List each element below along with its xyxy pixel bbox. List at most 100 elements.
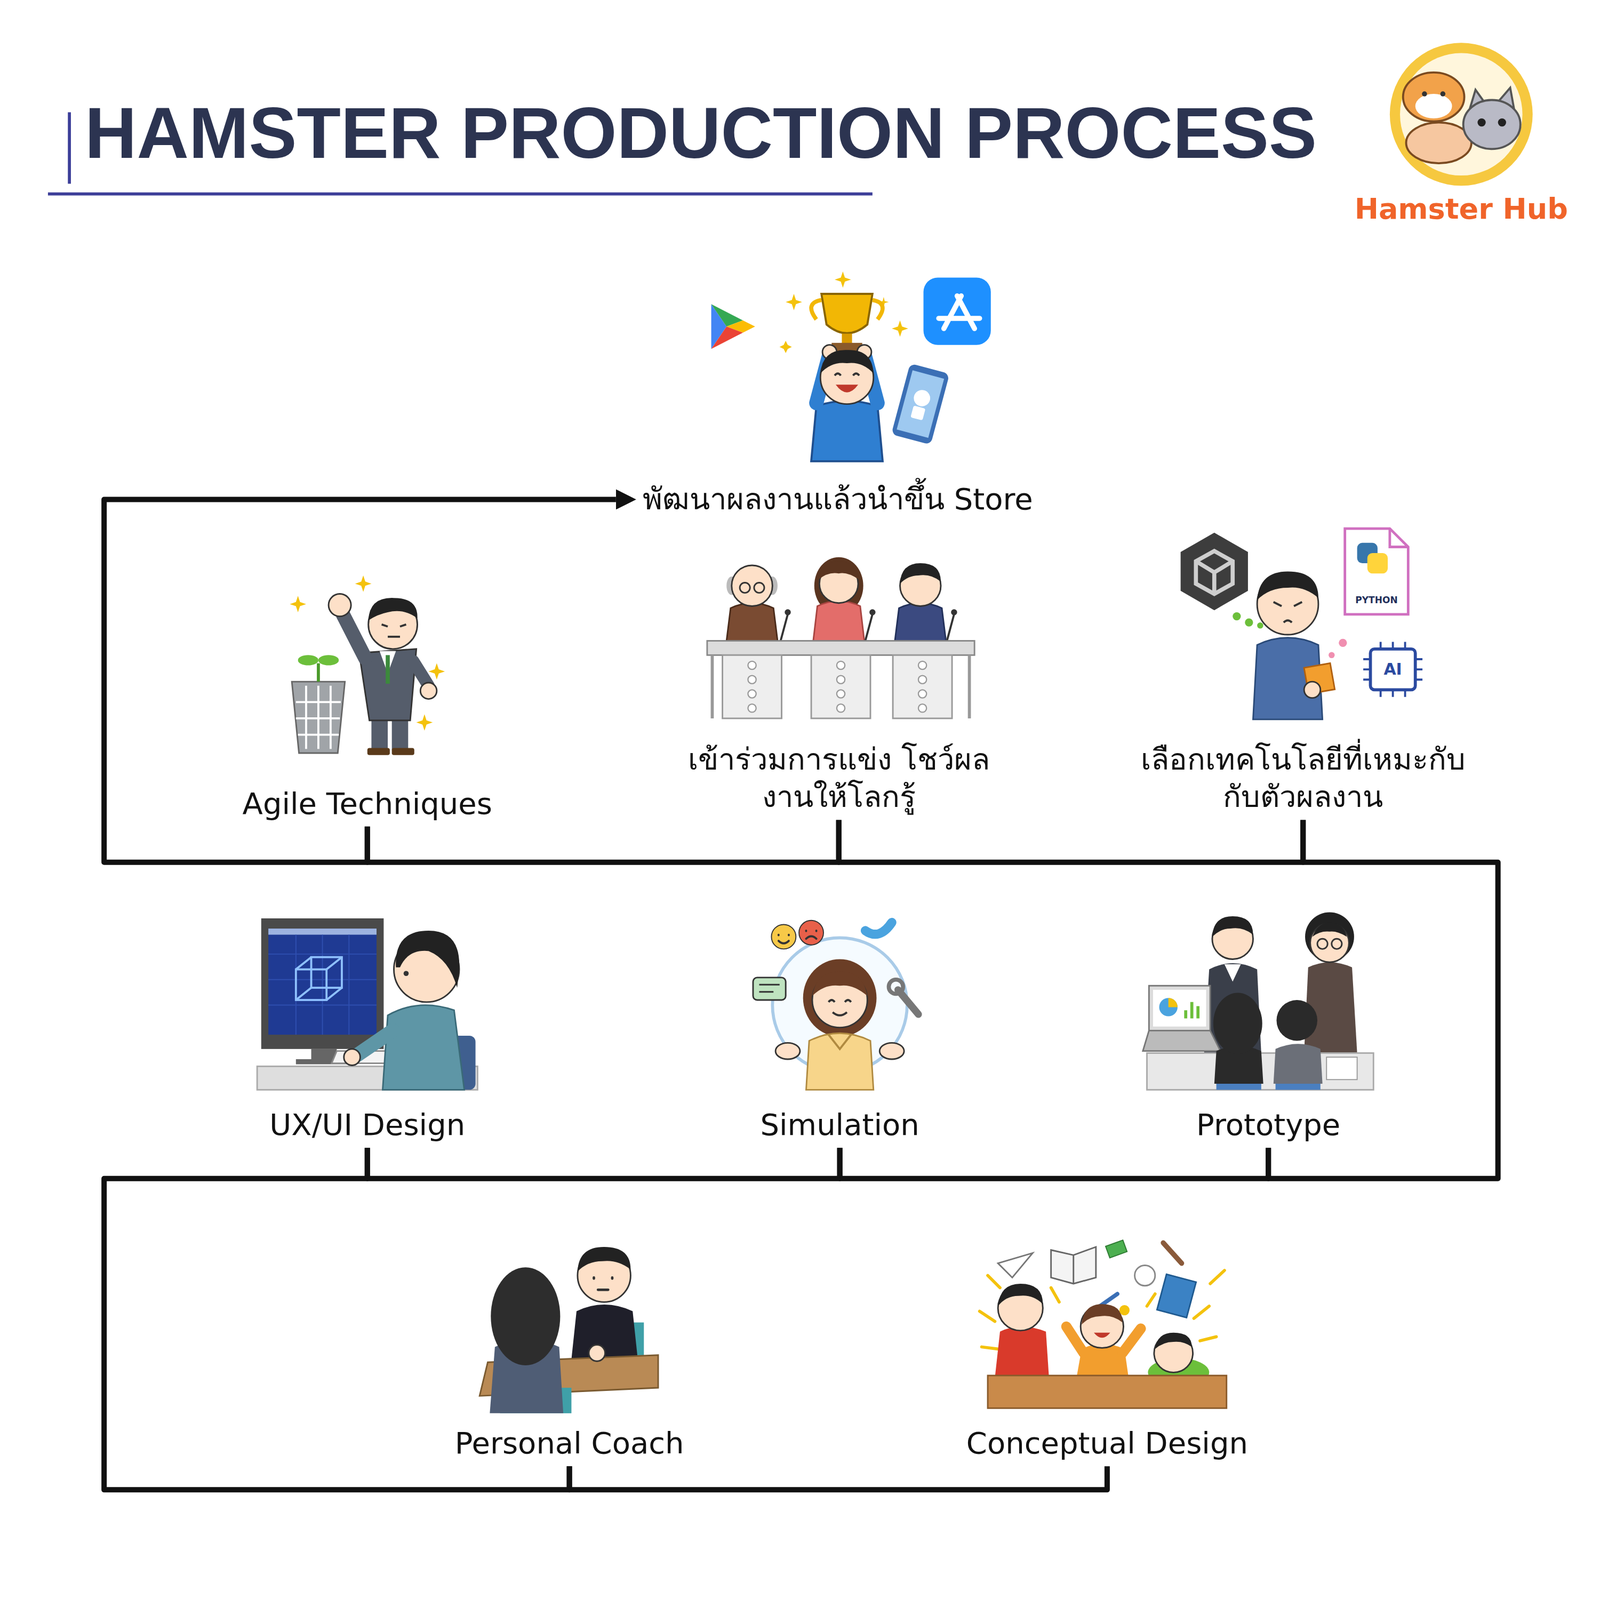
ux-ui-design-figure-part — [344, 1049, 361, 1066]
technology-choice-figure-part — [1304, 681, 1321, 699]
technology-choice-figure-part — [1244, 618, 1253, 627]
conceptual-design-figure-part — [1119, 1305, 1130, 1316]
prototype-meeting-figure-part — [1142, 1030, 1221, 1051]
competition-panel-figure-part — [726, 603, 778, 642]
hamster-logo-part — [1440, 91, 1446, 97]
agile-figure-part — [316, 663, 320, 682]
competition-panel-figure-part-part — [836, 689, 845, 698]
competition-panel-figure-part — [811, 654, 871, 719]
competition-panel-figure-part-part — [836, 704, 845, 712]
prototype-meeting-figure-part — [1148, 985, 1211, 1031]
agile-figure-part — [328, 594, 351, 617]
personal-coach-figure-part — [594, 1277, 613, 1290]
agile-figure-part — [296, 685, 341, 750]
competition-panel-figure-part — [869, 609, 876, 615]
step-label: Simulation — [760, 1106, 919, 1144]
agile-figure-part — [371, 717, 388, 750]
hamster-logo-part — [1477, 118, 1486, 127]
process-step: Agile Techniques — [236, 780, 499, 827]
prototype-meeting-figure-part — [1273, 1043, 1323, 1084]
personal-coach-figure-part — [577, 1246, 631, 1272]
trophy-winner-figure-part-part — [912, 388, 932, 408]
ux-ui-design-figure-part — [296, 957, 342, 1000]
process-step: Prototype — [1189, 1101, 1347, 1148]
trophy-winner-figure-part — [785, 293, 803, 311]
agile-figure-part — [392, 747, 415, 755]
technology-choice-figure-part — [1370, 649, 1416, 691]
icon-caption: PYTHON — [1355, 595, 1398, 605]
step-label: Conceptual Design — [966, 1424, 1248, 1462]
prototype-meeting-figure-part — [1317, 938, 1328, 949]
conceptual-design-figure-part — [997, 1252, 1033, 1278]
flow-connector — [367, 1147, 840, 1179]
ux-ui-design-figure-part — [261, 918, 384, 1050]
trophy-winner-figure — [711, 271, 991, 462]
competition-panel-figure-part — [894, 603, 947, 642]
agile-figure-part — [368, 597, 418, 621]
hamster-logo-part — [1400, 52, 1523, 176]
diagram-title: HAMSTER PRODUCTION PROCESS — [84, 97, 1317, 170]
technology-choice-figure-part — [1328, 652, 1335, 659]
trophy-winner-figure-part — [711, 326, 743, 349]
competition-panel-figure-part — [900, 563, 942, 584]
technology-choice-figure-part — [1273, 602, 1303, 623]
simulation-figure-part — [753, 977, 786, 1000]
competition-panel-figure-part — [892, 654, 952, 719]
technology-choice-figure-part — [1363, 641, 1423, 697]
step-label: พัฒนาผลงานแล้วนำขึ้น Store — [642, 480, 1034, 518]
technology-choice-figure — [1180, 528, 1423, 720]
hamster-logo-part — [1498, 118, 1507, 127]
competition-panel-figure-part — [731, 565, 773, 607]
step-label: Prototype — [1196, 1106, 1341, 1144]
agile-figure-part — [416, 714, 434, 731]
personal-coach-figure-part — [490, 1267, 560, 1366]
flow-connector — [367, 819, 839, 862]
technology-choice-figure-part — [1195, 550, 1233, 594]
technology-choice-figure-part — [1389, 528, 1408, 547]
step-label: UX/UI Design — [269, 1106, 466, 1144]
prototype-meeting-figure-part — [1326, 1057, 1357, 1080]
agile-figure-part — [420, 682, 437, 700]
conceptual-design-figure-part — [1134, 1265, 1156, 1286]
trophy-winner-figure-part-part — [891, 363, 950, 445]
trophy-winner-figure-part — [872, 300, 883, 320]
conceptual-design-figure-part — [1105, 1240, 1127, 1258]
agile-figure-part — [413, 661, 429, 686]
ux-ui-design-figure-part — [403, 970, 410, 976]
simulation-figure-part — [798, 920, 824, 946]
hamster-logo-part — [1405, 122, 1471, 164]
trophy-winner-figure-part — [811, 300, 822, 320]
competition-panel-figure-part — [707, 641, 975, 656]
agile-figure-part — [298, 654, 319, 666]
ux-ui-design-figure-part — [268, 928, 377, 935]
competition-panel-figure-part-part — [747, 675, 756, 684]
conceptual-design-figure-part — [1051, 1246, 1096, 1284]
competition-panel-figure-part-part — [747, 689, 756, 698]
prototype-meeting-figure-part — [1185, 1002, 1198, 1019]
conceptual-design-figure-part — [1081, 1304, 1123, 1325]
ux-ui-design-figure-part — [268, 934, 377, 1036]
trophy-winner-figure-part — [891, 363, 950, 445]
technology-choice-figure-part — [1180, 532, 1248, 611]
flow-connector — [840, 1147, 1269, 1179]
agile-figure-part — [385, 654, 390, 684]
process-step: UX/UI Design — [262, 1101, 472, 1148]
technology-choice-figure-part — [1367, 553, 1388, 574]
simulation-figure-part — [803, 958, 877, 1037]
title-rule-part — [67, 112, 71, 184]
simulation-figure-part — [778, 934, 789, 944]
step-label: เข้าร่วมการแข่ง โชว์ผลงานให้โลกรู้ — [681, 740, 997, 816]
title-rule-part — [48, 192, 873, 196]
agile-figure-part — [355, 575, 372, 592]
technology-choice-figure-part — [1338, 638, 1347, 647]
ux-ui-design-figure-part — [357, 1030, 394, 1055]
competition-panel-figure-part-part — [747, 661, 756, 670]
step-label: Agile Techniques — [242, 785, 493, 823]
competition-panel-figure-part — [784, 609, 791, 615]
technology-choice-figure-part — [1257, 622, 1263, 629]
technology-choice-figure-part — [1232, 612, 1241, 621]
simulation-figure-part — [879, 1042, 904, 1060]
competition-panel-figure-part-part — [747, 704, 756, 712]
conceptual-design-figure-part — [1156, 1274, 1196, 1318]
